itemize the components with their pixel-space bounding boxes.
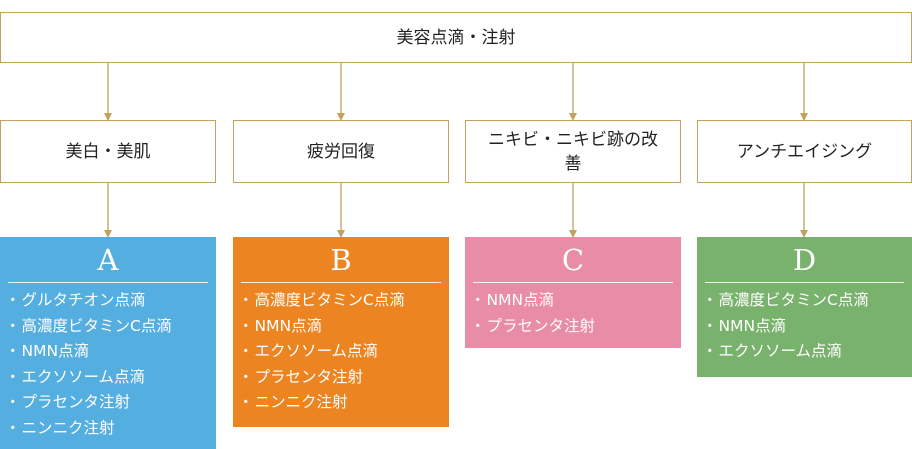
panel-divider xyxy=(241,282,441,283)
bullet: ・ xyxy=(5,393,21,411)
treatment-label: プラセンタ注射 xyxy=(254,367,364,386)
category-node-whitening: 美白・美肌 xyxy=(0,120,216,183)
panel-letter: C xyxy=(561,243,585,277)
bullet: ・ xyxy=(5,316,21,335)
bullet: ・ xyxy=(238,393,254,411)
treatment-label: ニンニク注射 xyxy=(21,418,115,437)
treatment-item: ・高濃度ビタミンC点滴 xyxy=(238,288,405,314)
bullet: ・ xyxy=(238,316,254,335)
treatment-label: NMN点滴 xyxy=(486,291,555,309)
treatment-item: ・NMN点滴 xyxy=(5,339,172,365)
panel-letter: D xyxy=(792,243,817,277)
treatment-item: ・エクソソーム点滴 xyxy=(5,365,172,391)
treatment-list: ・高濃度ビタミンC点滴 ・NMN点滴 ・エクソソーム点滴 xyxy=(702,288,869,365)
bullet: ・ xyxy=(702,316,718,335)
category-label: ニキビ・ニキビ跡の改善 xyxy=(488,129,658,174)
root-node: 美容点滴・注射 xyxy=(0,12,912,63)
treatment-panel-a: A ・グルタチオン点滴 ・高濃度ビタミンC点滴 ・NMN点滴 ・エクソソーム点滴… xyxy=(0,237,216,449)
treatment-label: プラセンタ注射 xyxy=(21,393,131,411)
treatment-panel-b: B ・高濃度ビタミンC点滴 ・NMN点滴 ・エクソソーム点滴 ・プラセンタ注射 … xyxy=(233,237,449,427)
treatment-item: ・プラセンタ注射 xyxy=(470,314,595,340)
treatment-label: NMN点滴 xyxy=(718,316,787,335)
treatment-label: エクソソーム点滴 xyxy=(21,367,146,386)
treatment-label: エクソソーム点滴 xyxy=(254,342,379,360)
root-label: 美容点滴・注射 xyxy=(396,27,516,48)
bullet: ・ xyxy=(702,342,718,360)
panel-divider xyxy=(705,282,904,283)
treatment-label: グルタチオン点滴 xyxy=(21,291,146,309)
bullet: ・ xyxy=(238,291,254,309)
treatment-item: ・グルタチオン点滴 xyxy=(5,288,172,314)
treatment-label: エクソソーム点滴 xyxy=(718,342,843,360)
bullet: ・ xyxy=(702,291,718,309)
treatment-item: ・NMN点滴 xyxy=(470,288,595,314)
panel-divider xyxy=(473,282,673,283)
treatment-label: プラセンタ注射 xyxy=(486,316,596,335)
bullet: ・ xyxy=(238,342,254,360)
treatment-label: 高濃度ビタミンC点滴 xyxy=(254,291,405,309)
treatment-label: 高濃度ビタミンC点滴 xyxy=(718,291,869,309)
category-node-acne: ニキビ・ニキビ跡の改善 xyxy=(465,120,681,183)
bullet: ・ xyxy=(470,291,486,309)
bullet: ・ xyxy=(5,291,21,309)
treatment-panel-d: D ・高濃度ビタミンC点滴 ・NMN点滴 ・エクソソーム点滴 xyxy=(697,237,912,377)
treatment-panel-c: C ・NMN点滴 ・プラセンタ注射 xyxy=(465,237,681,348)
treatment-label: 高濃度ビタミンC点滴 xyxy=(21,316,172,335)
treatment-list: ・NMN点滴 ・プラセンタ注射 xyxy=(470,288,595,339)
treatment-item: ・ニンニク注射 xyxy=(238,390,405,416)
panel-divider xyxy=(8,282,208,283)
category-label: アンチエイジング xyxy=(736,141,873,162)
bullet: ・ xyxy=(5,367,21,386)
bullet: ・ xyxy=(5,342,21,360)
bullet: ・ xyxy=(238,367,254,386)
category-label: 疲労回復 xyxy=(307,141,375,162)
treatment-item: ・NMN点滴 xyxy=(702,314,869,340)
treatment-list: ・高濃度ビタミンC点滴 ・NMN点滴 ・エクソソーム点滴 ・プラセンタ注射 ・ニ… xyxy=(238,288,405,416)
treatment-item: ・プラセンタ注射 xyxy=(5,390,172,416)
category-node-fatigue: 疲労回復 xyxy=(233,120,449,183)
treatment-label: ニンニク注射 xyxy=(254,393,348,411)
treatment-label: NMN点滴 xyxy=(21,342,90,360)
treatment-item: ・プラセンタ注射 xyxy=(238,365,405,391)
treatment-item: ・エクソソーム点滴 xyxy=(702,339,869,365)
treatment-item: ・ニンニク注射 xyxy=(5,416,172,442)
treatment-item: ・高濃度ビタミンC点滴 xyxy=(702,288,869,314)
treatment-item: ・NMN点滴 xyxy=(238,314,405,340)
panel-letter: A xyxy=(97,243,119,277)
treatment-item: ・エクソソーム点滴 xyxy=(238,339,405,365)
treatment-label: NMN点滴 xyxy=(254,316,323,335)
treatment-item: ・高濃度ビタミンC点滴 xyxy=(5,314,172,340)
panel-letter: B xyxy=(330,243,352,277)
bullet: ・ xyxy=(5,418,21,437)
treatment-list: ・グルタチオン点滴 ・高濃度ビタミンC点滴 ・NMN点滴 ・エクソソーム点滴 ・… xyxy=(5,288,172,441)
bullet: ・ xyxy=(470,316,486,335)
category-node-antiaging: アンチエイジング xyxy=(697,120,912,183)
category-label: 美白・美肌 xyxy=(65,141,151,162)
